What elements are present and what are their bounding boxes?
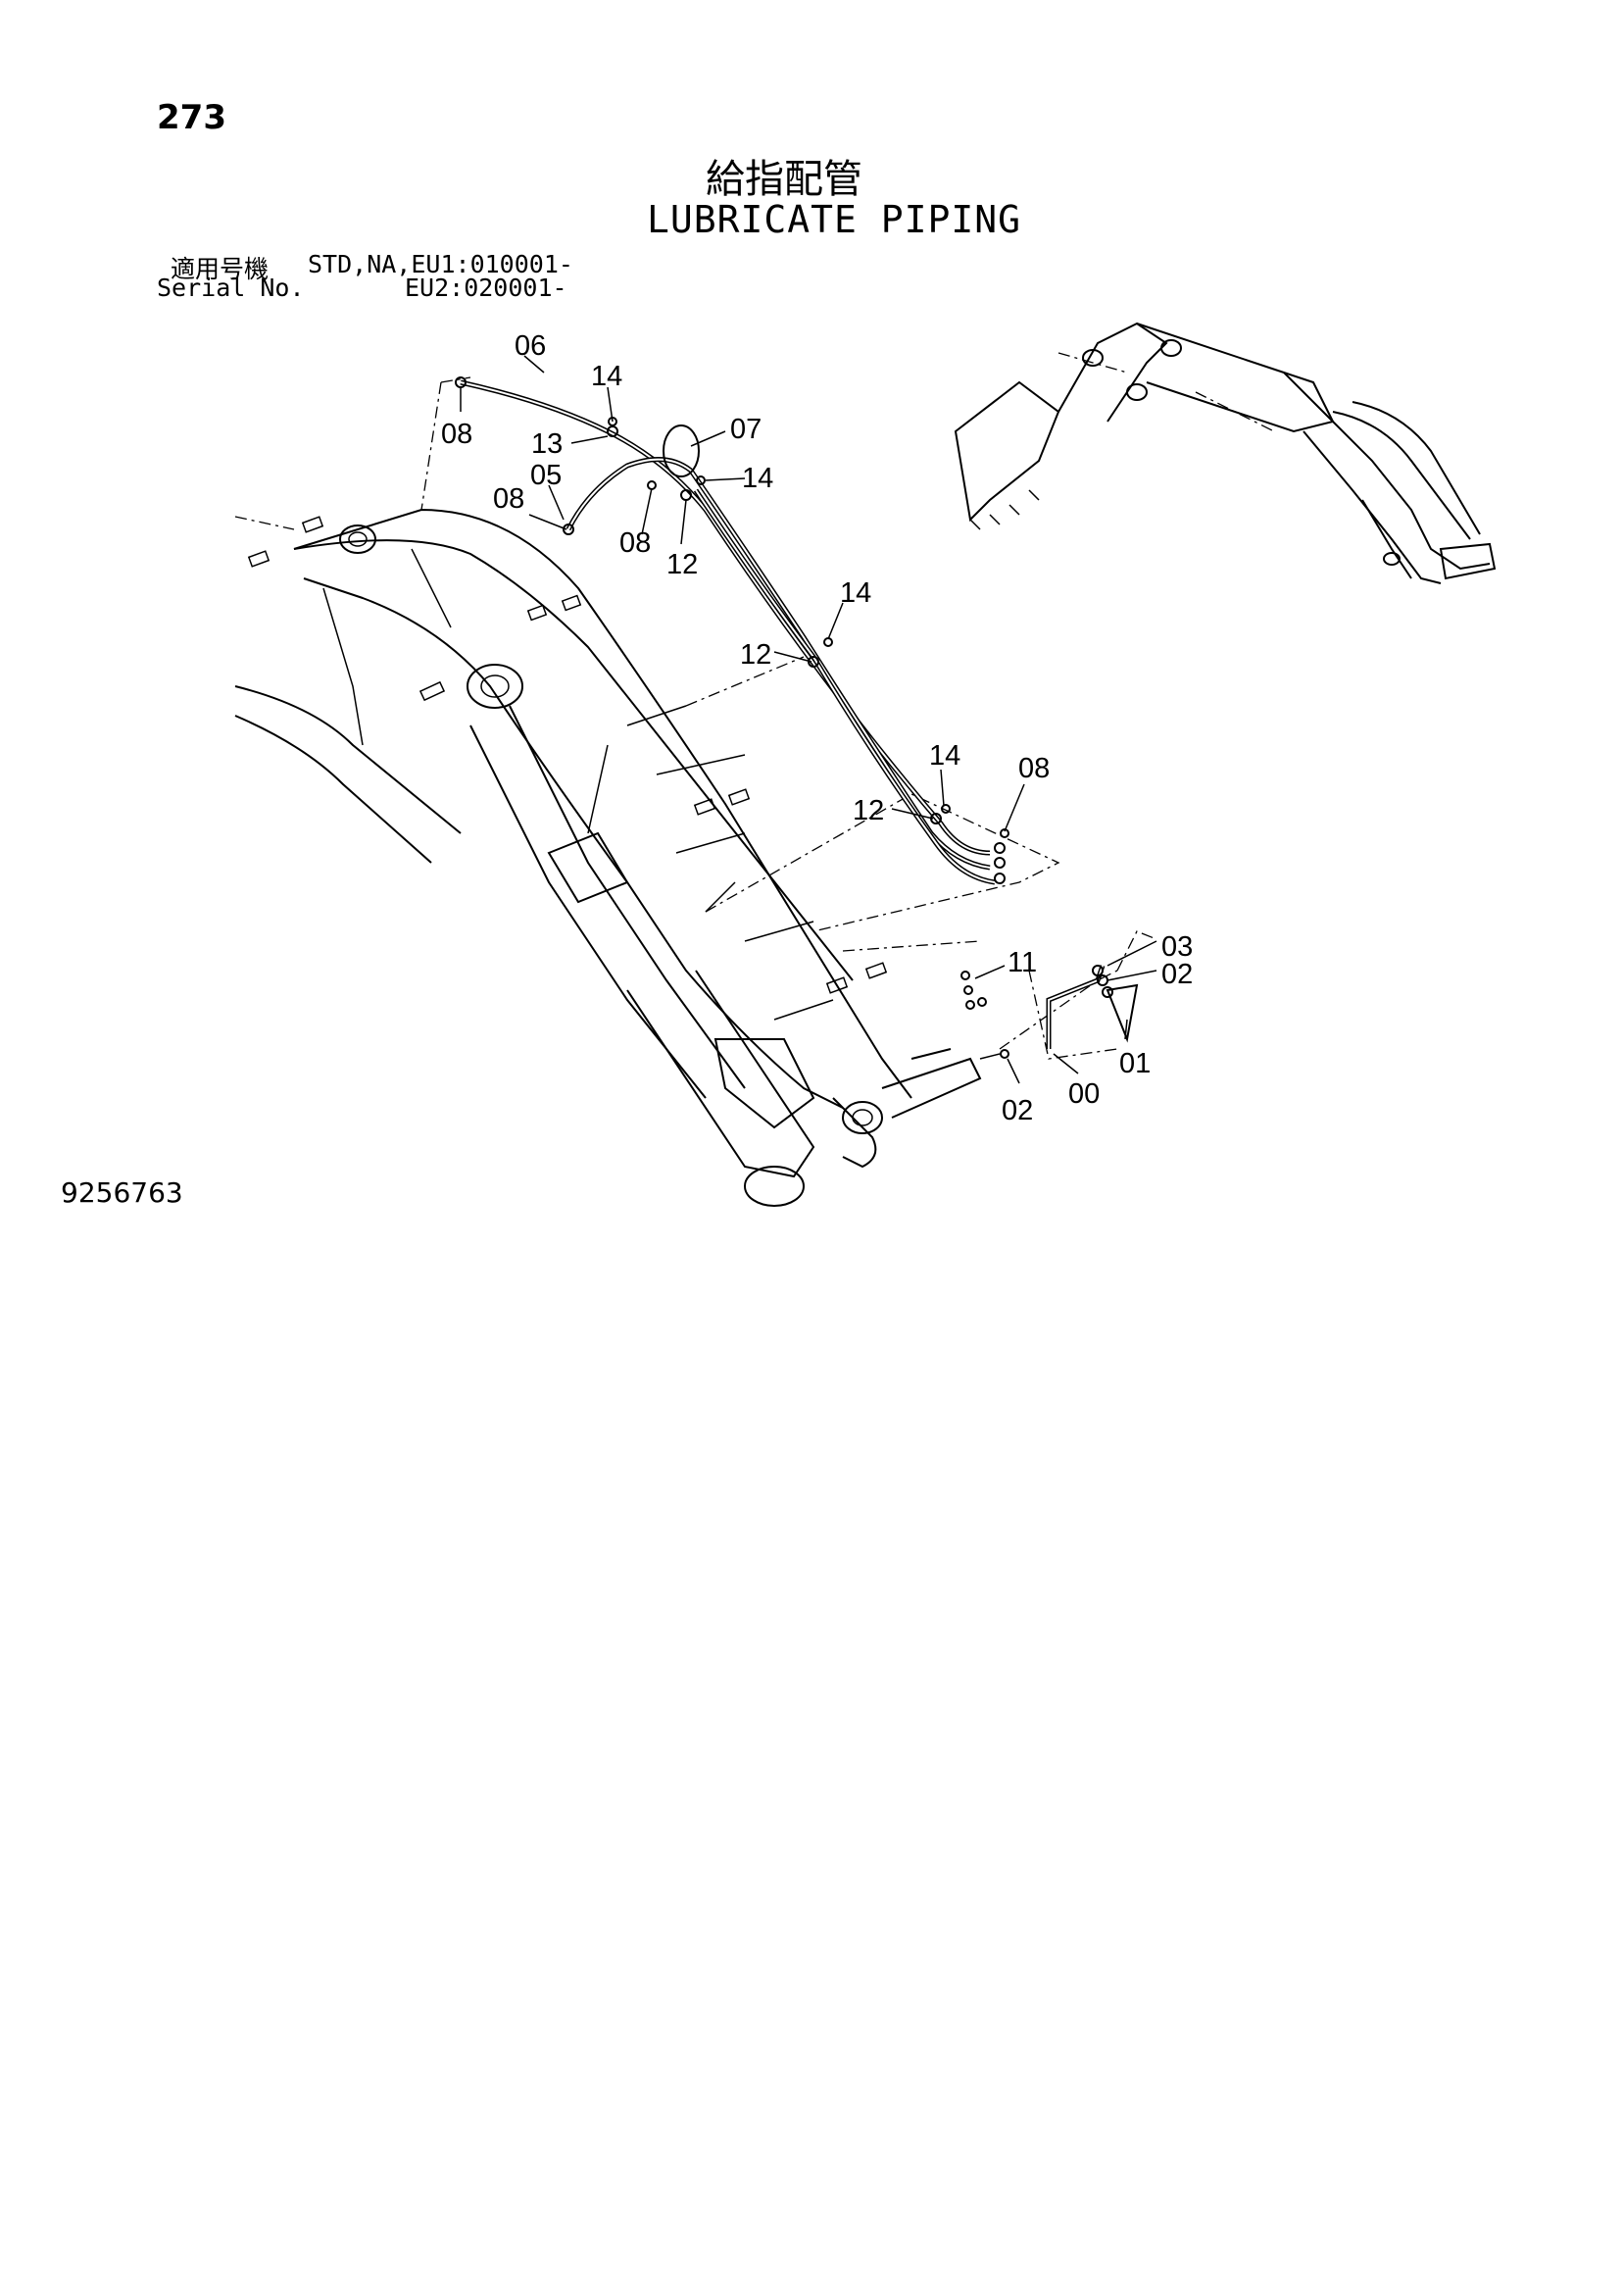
serial-eu2-range: EU2:020001-	[405, 274, 567, 302]
boom-cylinder	[469, 705, 815, 1207]
boom-outline	[234, 508, 912, 1109]
drawing-number: 9256763	[61, 1176, 183, 1209]
leader-lines	[460, 355, 1157, 1084]
grease-pipes	[455, 376, 1009, 1010]
callout-05: 05	[530, 460, 562, 491]
callout-labels: 06 14 08 07 13 05 14 08 08 12 14 12 14 0…	[441, 330, 1193, 1126]
callout-08-top: 08	[441, 419, 472, 450]
reference-lines	[234, 376, 1157, 1060]
callout-14-lower: 14	[929, 740, 960, 772]
serial-label-english: Serial No.	[157, 274, 305, 302]
title-japanese: 給指配管	[706, 157, 862, 202]
callout-08-left: 08	[493, 483, 524, 515]
boom-nose	[832, 1048, 1001, 1169]
callout-08-mid: 08	[619, 527, 651, 559]
callout-12-upper: 12	[666, 549, 698, 580]
callout-14-top: 14	[591, 361, 622, 392]
callout-06: 06	[515, 330, 546, 362]
serial-label-japanese: 適用号機	[171, 255, 270, 283]
callout-08-right: 08	[1018, 753, 1050, 784]
callout-02-bottom: 02	[1002, 1095, 1033, 1126]
callout-11: 11	[1008, 947, 1037, 978]
callout-14-middle: 14	[840, 577, 871, 609]
callout-01: 01	[1119, 1048, 1151, 1079]
excavator-front-reference	[954, 322, 1497, 584]
serial-std-range: STD,NA,EU1:010001-	[308, 250, 573, 278]
callout-13: 13	[531, 428, 563, 460]
callout-03: 03	[1161, 931, 1193, 963]
title-english: LUBRICATE PIPING	[647, 198, 1022, 241]
callout-14-upper: 14	[742, 463, 773, 494]
page-number: 273	[157, 98, 226, 137]
callout-12-lower: 12	[853, 795, 884, 826]
callout-00: 00	[1068, 1078, 1100, 1110]
lower-pipe-assembly	[1000, 965, 1139, 1059]
callout-07: 07	[730, 414, 762, 445]
callout-02-right: 02	[1161, 959, 1193, 990]
callout-12-middle: 12	[740, 639, 771, 671]
